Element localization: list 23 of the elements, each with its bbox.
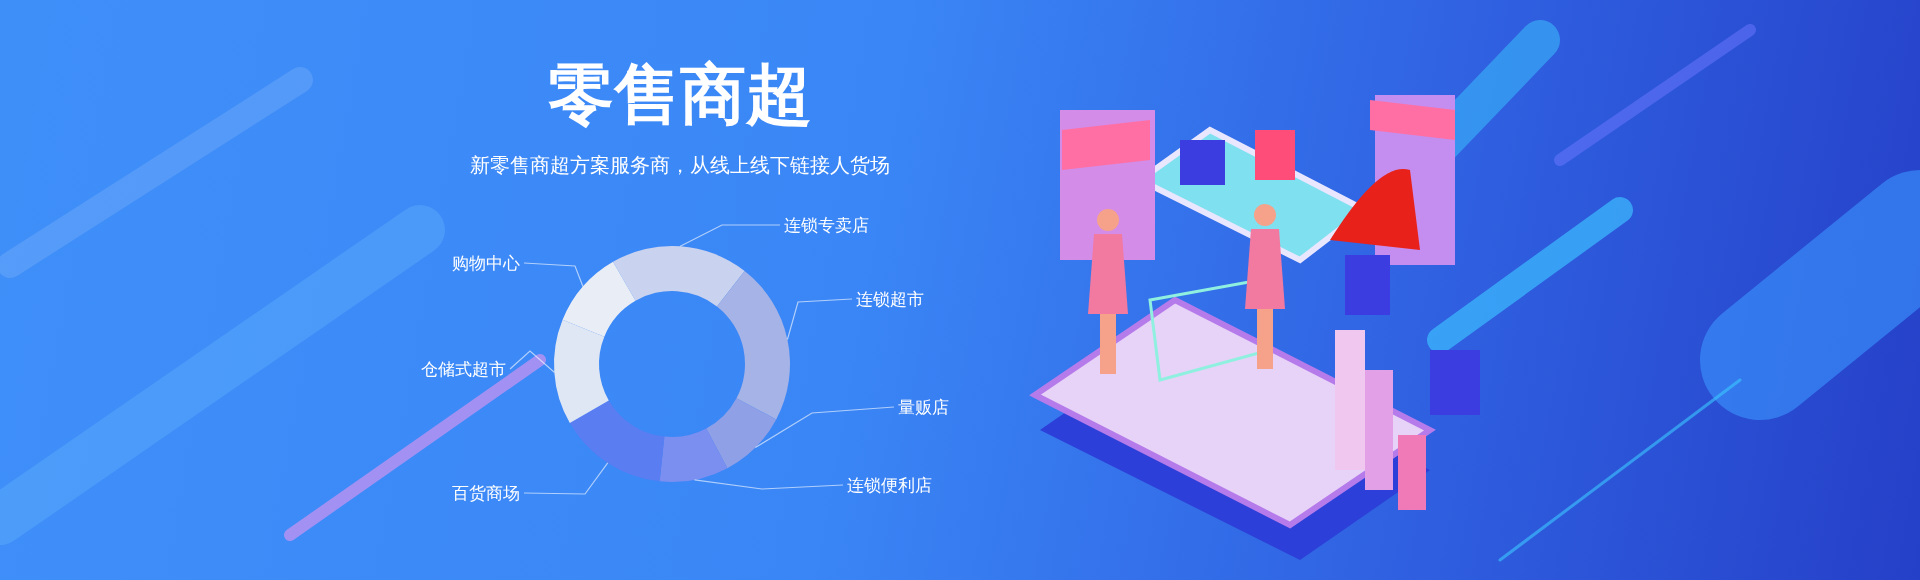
leader-line <box>509 350 555 373</box>
donut-segment <box>562 261 636 337</box>
donut-segment <box>716 271 790 420</box>
segment-label: 仓储式超市 <box>421 357 506 381</box>
donut-segment <box>554 319 609 423</box>
leader-line <box>679 224 781 247</box>
title: 零售商超 <box>548 55 812 135</box>
leader-line <box>754 406 895 449</box>
donut-segment <box>706 398 777 469</box>
segment-label: 连锁超市 <box>856 287 924 311</box>
donut-segment <box>659 428 728 482</box>
leader-line <box>693 479 844 490</box>
leader-line <box>523 462 609 495</box>
segment-label: 百货商场 <box>452 481 520 505</box>
donut-segment <box>613 246 745 307</box>
segment-label: 量贩店 <box>898 395 949 419</box>
subtitle: 新零售商超方案服务商，从线上线下链接人货场 <box>470 152 890 179</box>
segment-label: 购物中心 <box>452 251 520 275</box>
segment-label: 连锁便利店 <box>847 473 932 497</box>
segment-label: 连锁专卖店 <box>784 213 869 237</box>
leader-line <box>523 262 584 288</box>
leader-line <box>786 298 853 341</box>
donut-segment <box>569 400 665 482</box>
